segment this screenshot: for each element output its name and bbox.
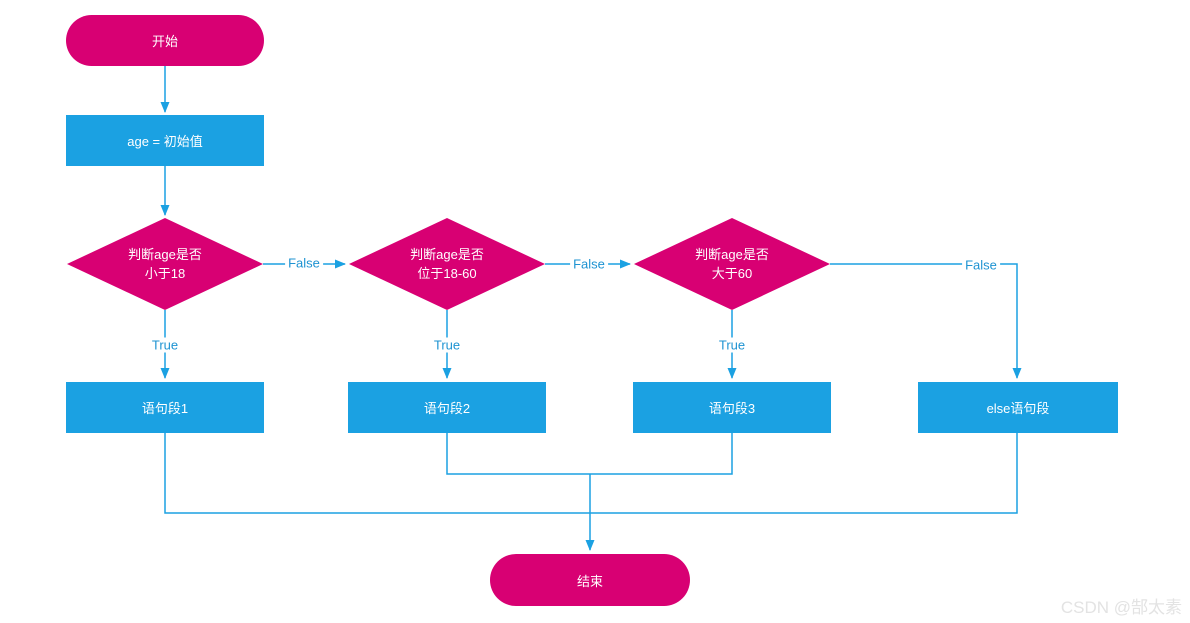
- edge-label-true-3: True: [715, 337, 749, 353]
- decision2-label-line1: 判断age是否: [410, 247, 484, 262]
- else-branch-label: else语句段: [986, 401, 1050, 416]
- start-node: 开始: [66, 15, 264, 66]
- edge-label-false-2: False: [570, 256, 608, 272]
- connector-branch1-else-merge: [164, 433, 1018, 514]
- else-branch-process-node: else语句段: [918, 382, 1118, 433]
- branch1-process-node: 语句段1: [66, 382, 264, 433]
- edge-label-true-1: True: [148, 337, 182, 353]
- decision3-label-line2: 大于60: [711, 266, 753, 281]
- decision1-label-line2: 小于18: [144, 266, 186, 281]
- branch1-label: 语句段1: [141, 401, 189, 416]
- edge-label-false-3: False: [962, 257, 1000, 273]
- edge-label-true-2: True: [430, 337, 464, 353]
- branch2-label: 语句段2: [423, 401, 471, 416]
- connector-decision3-false-to-else: [830, 263, 1022, 379]
- end-node-label: 结束: [576, 573, 603, 589]
- start-node-label: 开始: [151, 34, 178, 49]
- init-age-label: age = 初始值: [127, 134, 203, 149]
- init-age-process-node: age = 初始值: [66, 115, 264, 166]
- csdn-watermark: CSDN @郜太素: [1060, 598, 1182, 617]
- branch2-process-node: 语句段2: [348, 382, 546, 433]
- end-node: 结束: [490, 554, 690, 606]
- branch3-label: 语句段3: [708, 401, 756, 416]
- branch3-process-node: 语句段3: [633, 382, 831, 433]
- decision3-label-line1: 判断age是否: [695, 247, 769, 262]
- edge-label-false-1: False: [285, 255, 323, 271]
- connector-branch2-branch3-merge: [446, 433, 733, 475]
- decision1-label-line1: 判断age是否: [128, 247, 202, 262]
- decision2-label-line2: 位于18-60: [417, 266, 477, 281]
